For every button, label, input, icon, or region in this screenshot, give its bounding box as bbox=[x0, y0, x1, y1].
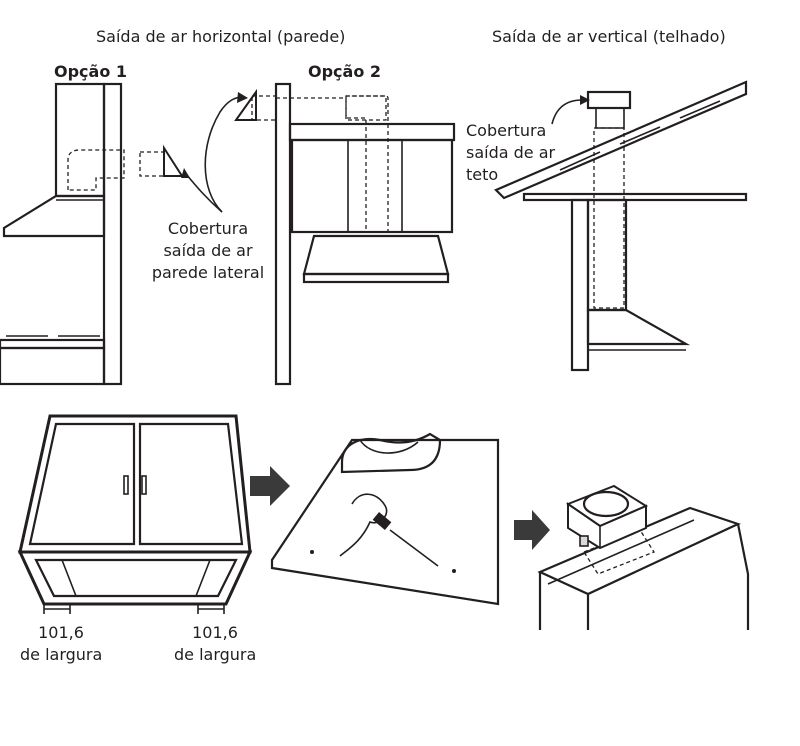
option2-cabinet bbox=[290, 138, 454, 234]
option1-illustration bbox=[0, 82, 184, 386]
roof bbox=[494, 80, 748, 200]
step-arrow-2 bbox=[514, 510, 550, 550]
heading-horizontal: Saída de ar horizontal (parede) bbox=[96, 27, 346, 46]
handle-right bbox=[141, 475, 147, 495]
roof-cap-callout: Cobertura saída de ar teto bbox=[466, 121, 556, 184]
option2-wall bbox=[274, 82, 292, 386]
wall-cap-arrow bbox=[204, 96, 241, 213]
screwdriver bbox=[389, 529, 439, 567]
template-piece bbox=[340, 432, 442, 474]
cabinet-base bbox=[17, 550, 253, 606]
cabinet-door-right bbox=[138, 422, 244, 546]
right-measure-unit: de largura bbox=[174, 645, 257, 664]
option2-wall-cap bbox=[234, 88, 257, 121]
roof-cap bbox=[586, 90, 632, 110]
option1-hood bbox=[2, 194, 106, 238]
option2-illustration bbox=[234, 82, 456, 386]
cabinet-illustration bbox=[17, 414, 253, 614]
option1-label: Opção 1 bbox=[54, 62, 128, 81]
left-measure-value: 101,6 bbox=[38, 623, 84, 642]
ceiling bbox=[522, 192, 748, 202]
option1-chimney bbox=[54, 82, 106, 198]
wall-cap-callout: Cobertura saída de ar parede lateral bbox=[151, 219, 265, 282]
drilling-illustration bbox=[270, 432, 500, 606]
right-measure-value: 101,6 bbox=[192, 623, 238, 642]
left-measure-unit: de largura bbox=[20, 645, 103, 664]
option2-cabinet-top bbox=[288, 122, 456, 142]
step-arrow-1 bbox=[250, 466, 290, 506]
option2-label: Opção 2 bbox=[308, 62, 382, 81]
option1-wall-cap bbox=[163, 144, 184, 177]
option1-duct bbox=[67, 149, 125, 191]
heading-vertical: Saída de ar vertical (telhado) bbox=[492, 27, 726, 46]
roof-duct bbox=[593, 127, 625, 309]
roof-illustration bbox=[494, 80, 748, 372]
option2-duct bbox=[276, 95, 389, 233]
roof-hood bbox=[586, 308, 691, 346]
vent-install-illustration bbox=[537, 484, 750, 630]
option1-counter bbox=[0, 338, 106, 350]
option2-hood bbox=[302, 234, 450, 276]
handle-left bbox=[123, 475, 129, 495]
roof-wall bbox=[570, 198, 590, 372]
cabinet-door-left bbox=[28, 422, 136, 546]
option1-wall bbox=[102, 82, 123, 386]
